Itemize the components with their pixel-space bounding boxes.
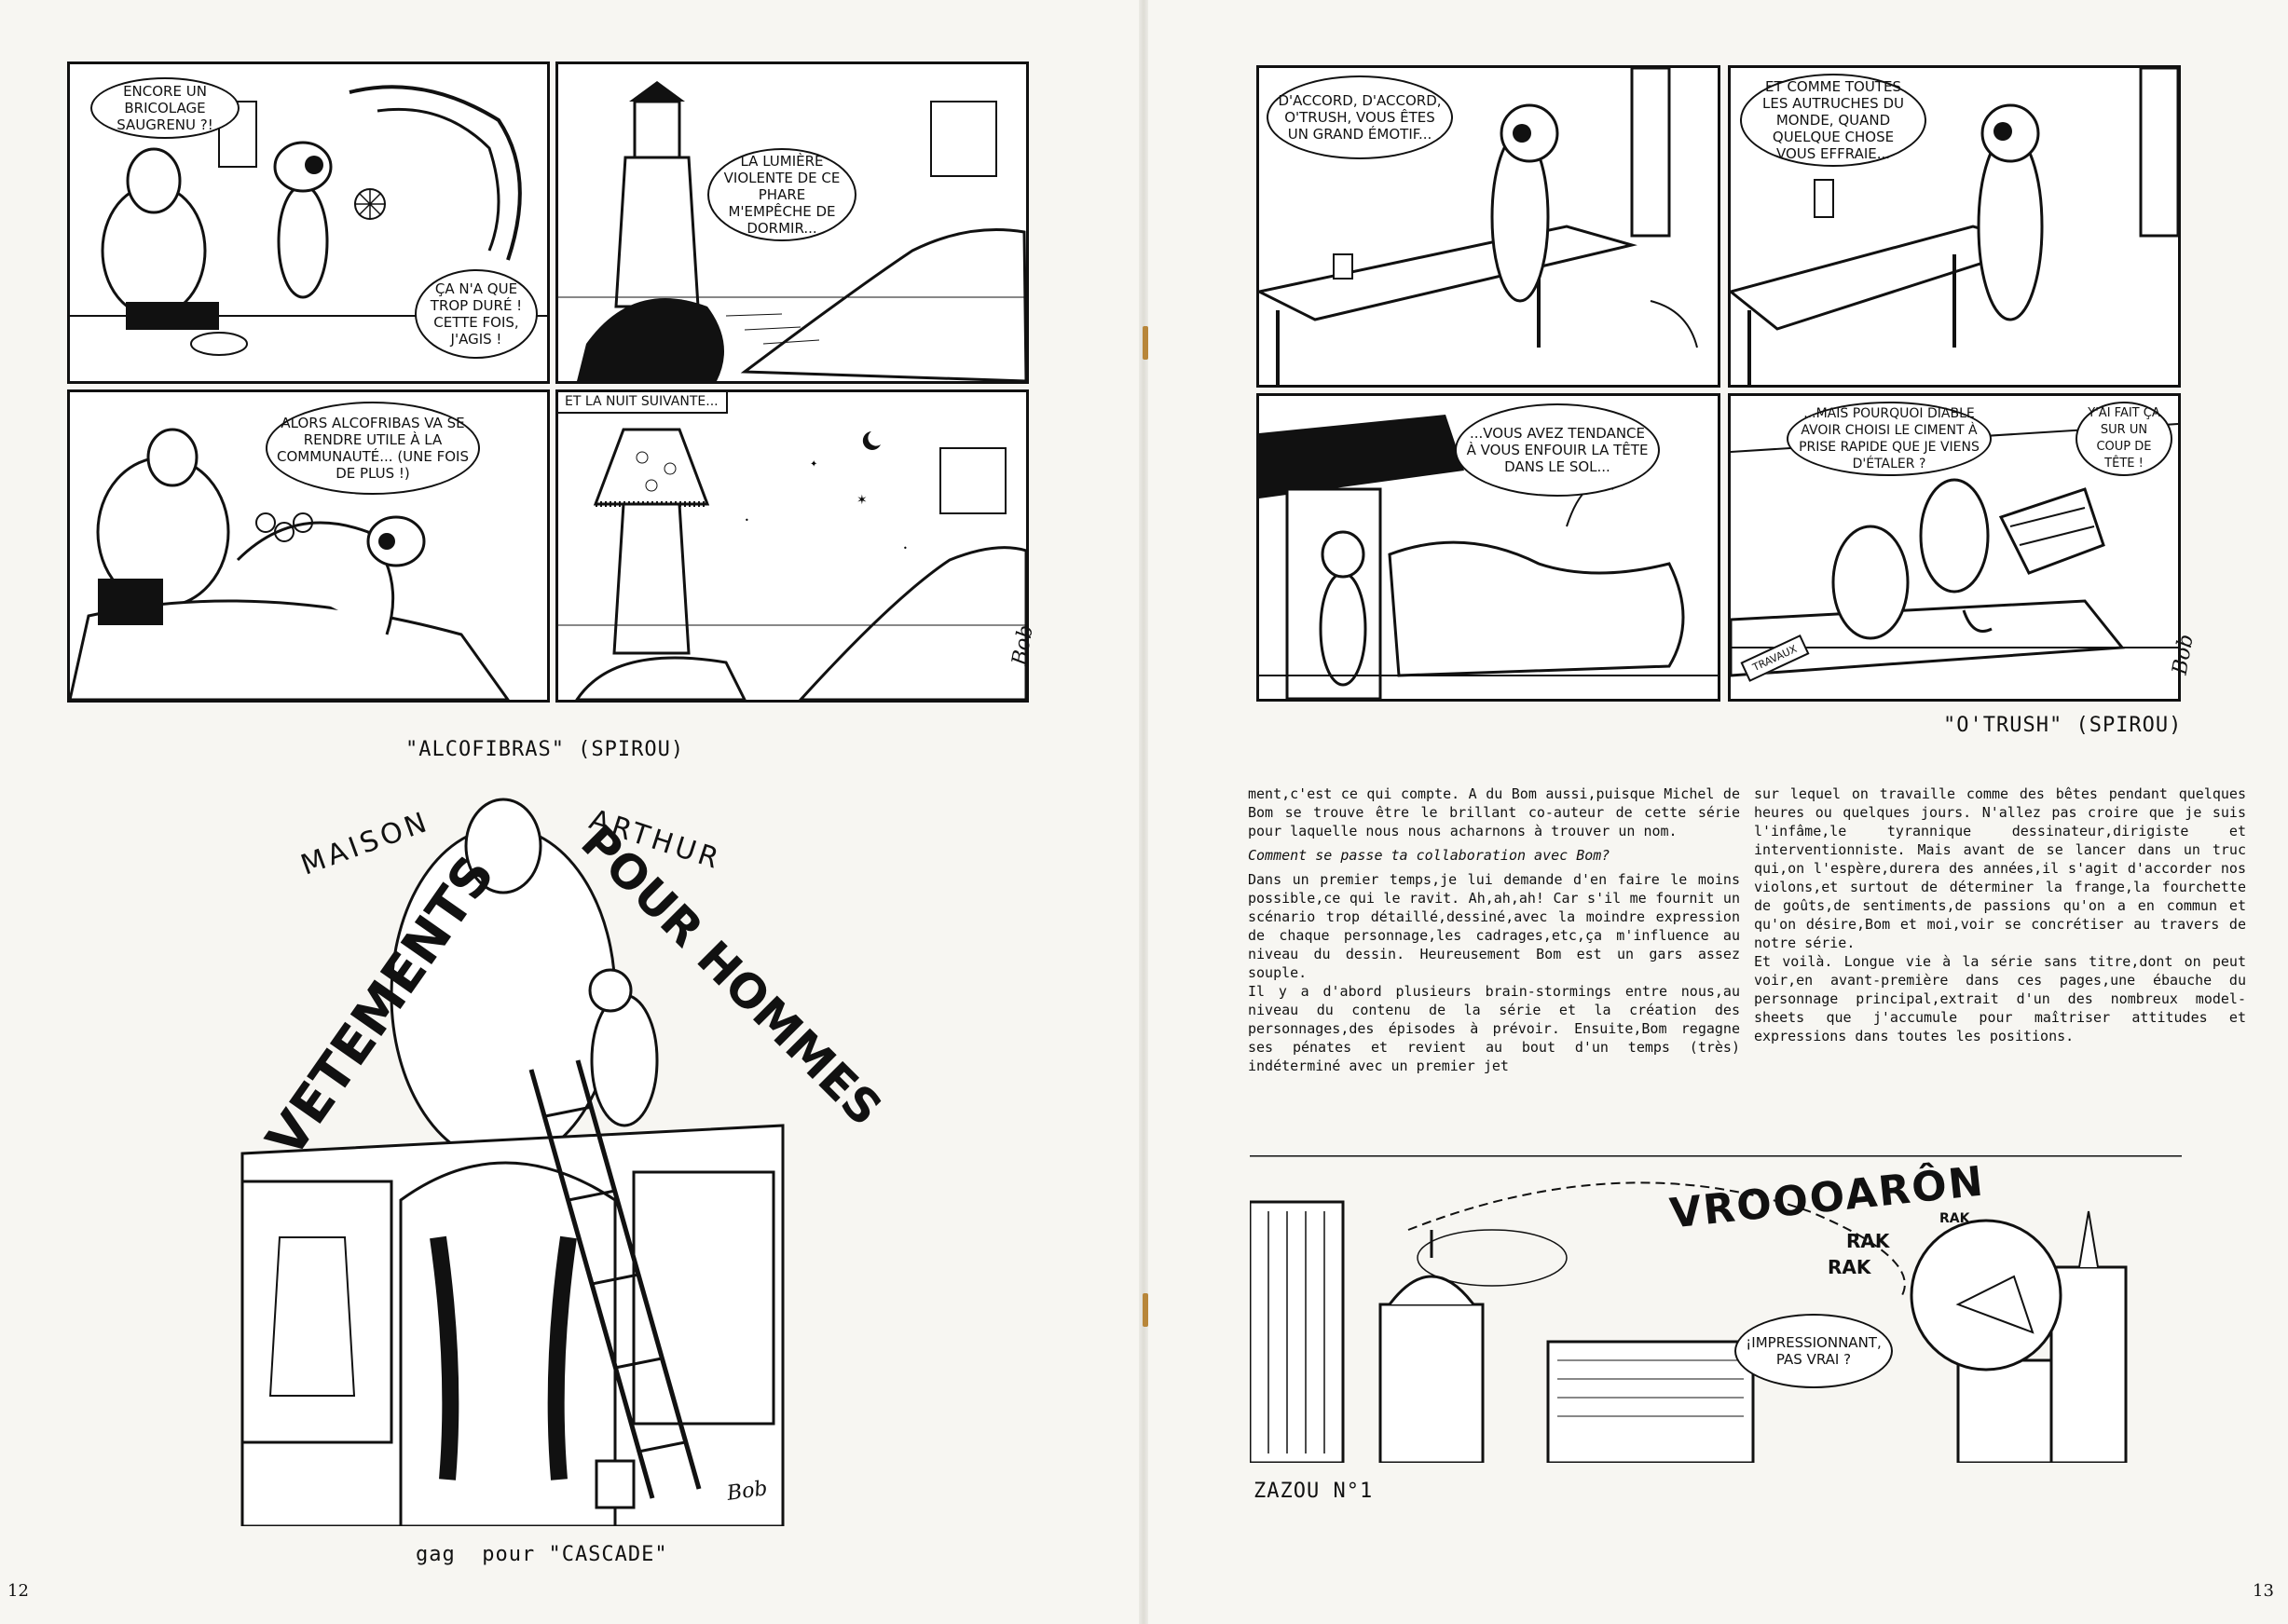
workbench-scene-drawing xyxy=(1731,68,2178,385)
article-paragraph: ment,c'est ce qui compte. A du Bom aussi… xyxy=(1248,785,1740,839)
article-paragraph: Dans un premier temps,je lui demande d'e… xyxy=(1248,871,1740,981)
cement-scene-drawing xyxy=(1731,423,2178,677)
strip-caption: "ALCOFIBRAS" (SPIROU) xyxy=(405,738,685,761)
comic-panel-2: LA LUMIÈRE VIOLENTE DE CE PHARE M'EMPÊCH… xyxy=(555,61,1029,384)
staple-mark xyxy=(1143,1293,1148,1327)
comic-panel-1: D'ACCORD, D'ACCORD, O'TRUSH, VOUS ÊTES U… xyxy=(1256,65,1720,388)
book-gutter xyxy=(1139,0,1148,1624)
workshop-scene-drawing xyxy=(70,85,547,356)
store-front-drawing xyxy=(240,798,785,1526)
comic-panel-4: ✶ ✦ • • ET LA NUIT SUIVANTE... xyxy=(555,389,1029,703)
page-number: 12 xyxy=(7,1581,29,1601)
svg-text:✦: ✦ xyxy=(810,459,817,470)
illustration-caption: gag pour "CASCADE" xyxy=(416,1543,668,1566)
comic-panel-3: ...VOUS AVEZ TENDANCE À VOUS ENFOUIR LA … xyxy=(1256,393,1720,702)
workbench-scene-drawing xyxy=(1259,68,1698,385)
right-page: D'ACCORD, D'ACCORD, O'TRUSH, VOUS ÊTES U… xyxy=(1144,0,2288,1624)
speech-bubble: LA LUMIÈRE VIOLENTE DE CE PHARE M'EMPÊCH… xyxy=(707,148,856,241)
left-page: ENCORE UN BRICOLAGE SAUGRENU ?! ÇA N'A Q… xyxy=(7,61,1038,1601)
comic-panel-4: ...MAIS POURQUOI DIABLE AVOIR CHOISI LE … xyxy=(1728,393,2181,702)
speech-bubble: ET COMME TOUTES LES AUTRUCHES DU MONDE, … xyxy=(1740,74,1926,167)
strip-caption: "O'TRUSH" (SPIROU) xyxy=(1943,714,2183,737)
store-gag-illustration: MAISON ARTHUR VETEMENTS POUR HOMMES Bob xyxy=(224,790,892,1526)
speech-bubble: D'ACCORD, D'ACCORD, O'TRUSH, VOUS ÊTES U… xyxy=(1267,75,1453,159)
speech-bubble: ¡IMPRESSIONNANT, PAS VRAI ? xyxy=(1734,1314,1893,1388)
article-paragraph: Il y a d'abord plusieurs brain-stormings… xyxy=(1248,983,1740,1074)
speech-bubble: ...VOUS AVEZ TENDANCE À VOUS ENFOUIR LA … xyxy=(1455,403,1660,497)
article-paragraph: Et voilà. Longue vie à la série sans tit… xyxy=(1754,953,2246,1044)
lighthouse-scene-drawing xyxy=(558,81,1026,381)
speech-bubble: ENCORE UN BRICOLAGE SAUGRENU ?! xyxy=(90,77,240,139)
article-column-2: sur lequel on travaille comme des bêtes … xyxy=(1754,785,2246,1045)
sound-effect-rak: RAK xyxy=(1828,1256,1871,1278)
sound-effect-rak: RAK xyxy=(1846,1230,1890,1252)
comic-panel-2: ET COMME TOUTES LES AUTRUCHES DU MONDE, … xyxy=(1728,65,2181,388)
sound-effect-rak: RAK xyxy=(1939,1211,1970,1226)
page-number: 13 xyxy=(2253,1581,2274,1601)
svg-text:•: • xyxy=(745,516,749,525)
illustration-caption: ZAZOU N°1 xyxy=(1254,1480,1374,1503)
speech-bubble: ...MAIS POURQUOI DIABLE AVOIR CHOISI LE … xyxy=(1787,402,1992,476)
article-column-1: ment,c'est ce qui compte. A du Bom aussi… xyxy=(1248,785,1740,1075)
interview-question: Comment se passe ta collaboration avec B… xyxy=(1248,847,1610,864)
zazou-illustration: VROOOARÔN RAK RAK RAK ¡IMPRESSIONNANT, P… xyxy=(1250,1155,2182,1463)
narration-caption: ET LA NUIT SUIVANTE... xyxy=(558,392,728,414)
article-paragraph: sur lequel on travaille comme des bêtes … xyxy=(1754,785,2246,951)
svg-text:✶: ✶ xyxy=(856,493,868,508)
speech-bubble: Y'AI FAIT ÇA SUR UN COUP DE TÊTE ! xyxy=(2076,402,2172,476)
comic-panel-3: ALORS ALCOFRIBAS VA SE RENDRE UTILE À LA… xyxy=(67,389,550,703)
speech-bubble: ALORS ALCOFRIBAS VA SE RENDRE UTILE À LA… xyxy=(266,402,480,495)
svg-text:•: • xyxy=(903,544,908,553)
garden-scene-drawing xyxy=(1259,415,1718,699)
staple-mark xyxy=(1143,326,1148,360)
comic-panel-1: ENCORE UN BRICOLAGE SAUGRENU ?! ÇA N'A Q… xyxy=(67,61,550,384)
speech-bubble: ÇA N'A QUE TROP DURÉ ! CETTE FOIS, J'AGI… xyxy=(415,269,538,359)
city-flight-drawing xyxy=(1250,1155,2182,1463)
sewing-scene-drawing xyxy=(70,428,510,700)
night-lighthouse-drawing: ✶ ✦ • • xyxy=(558,428,1026,700)
